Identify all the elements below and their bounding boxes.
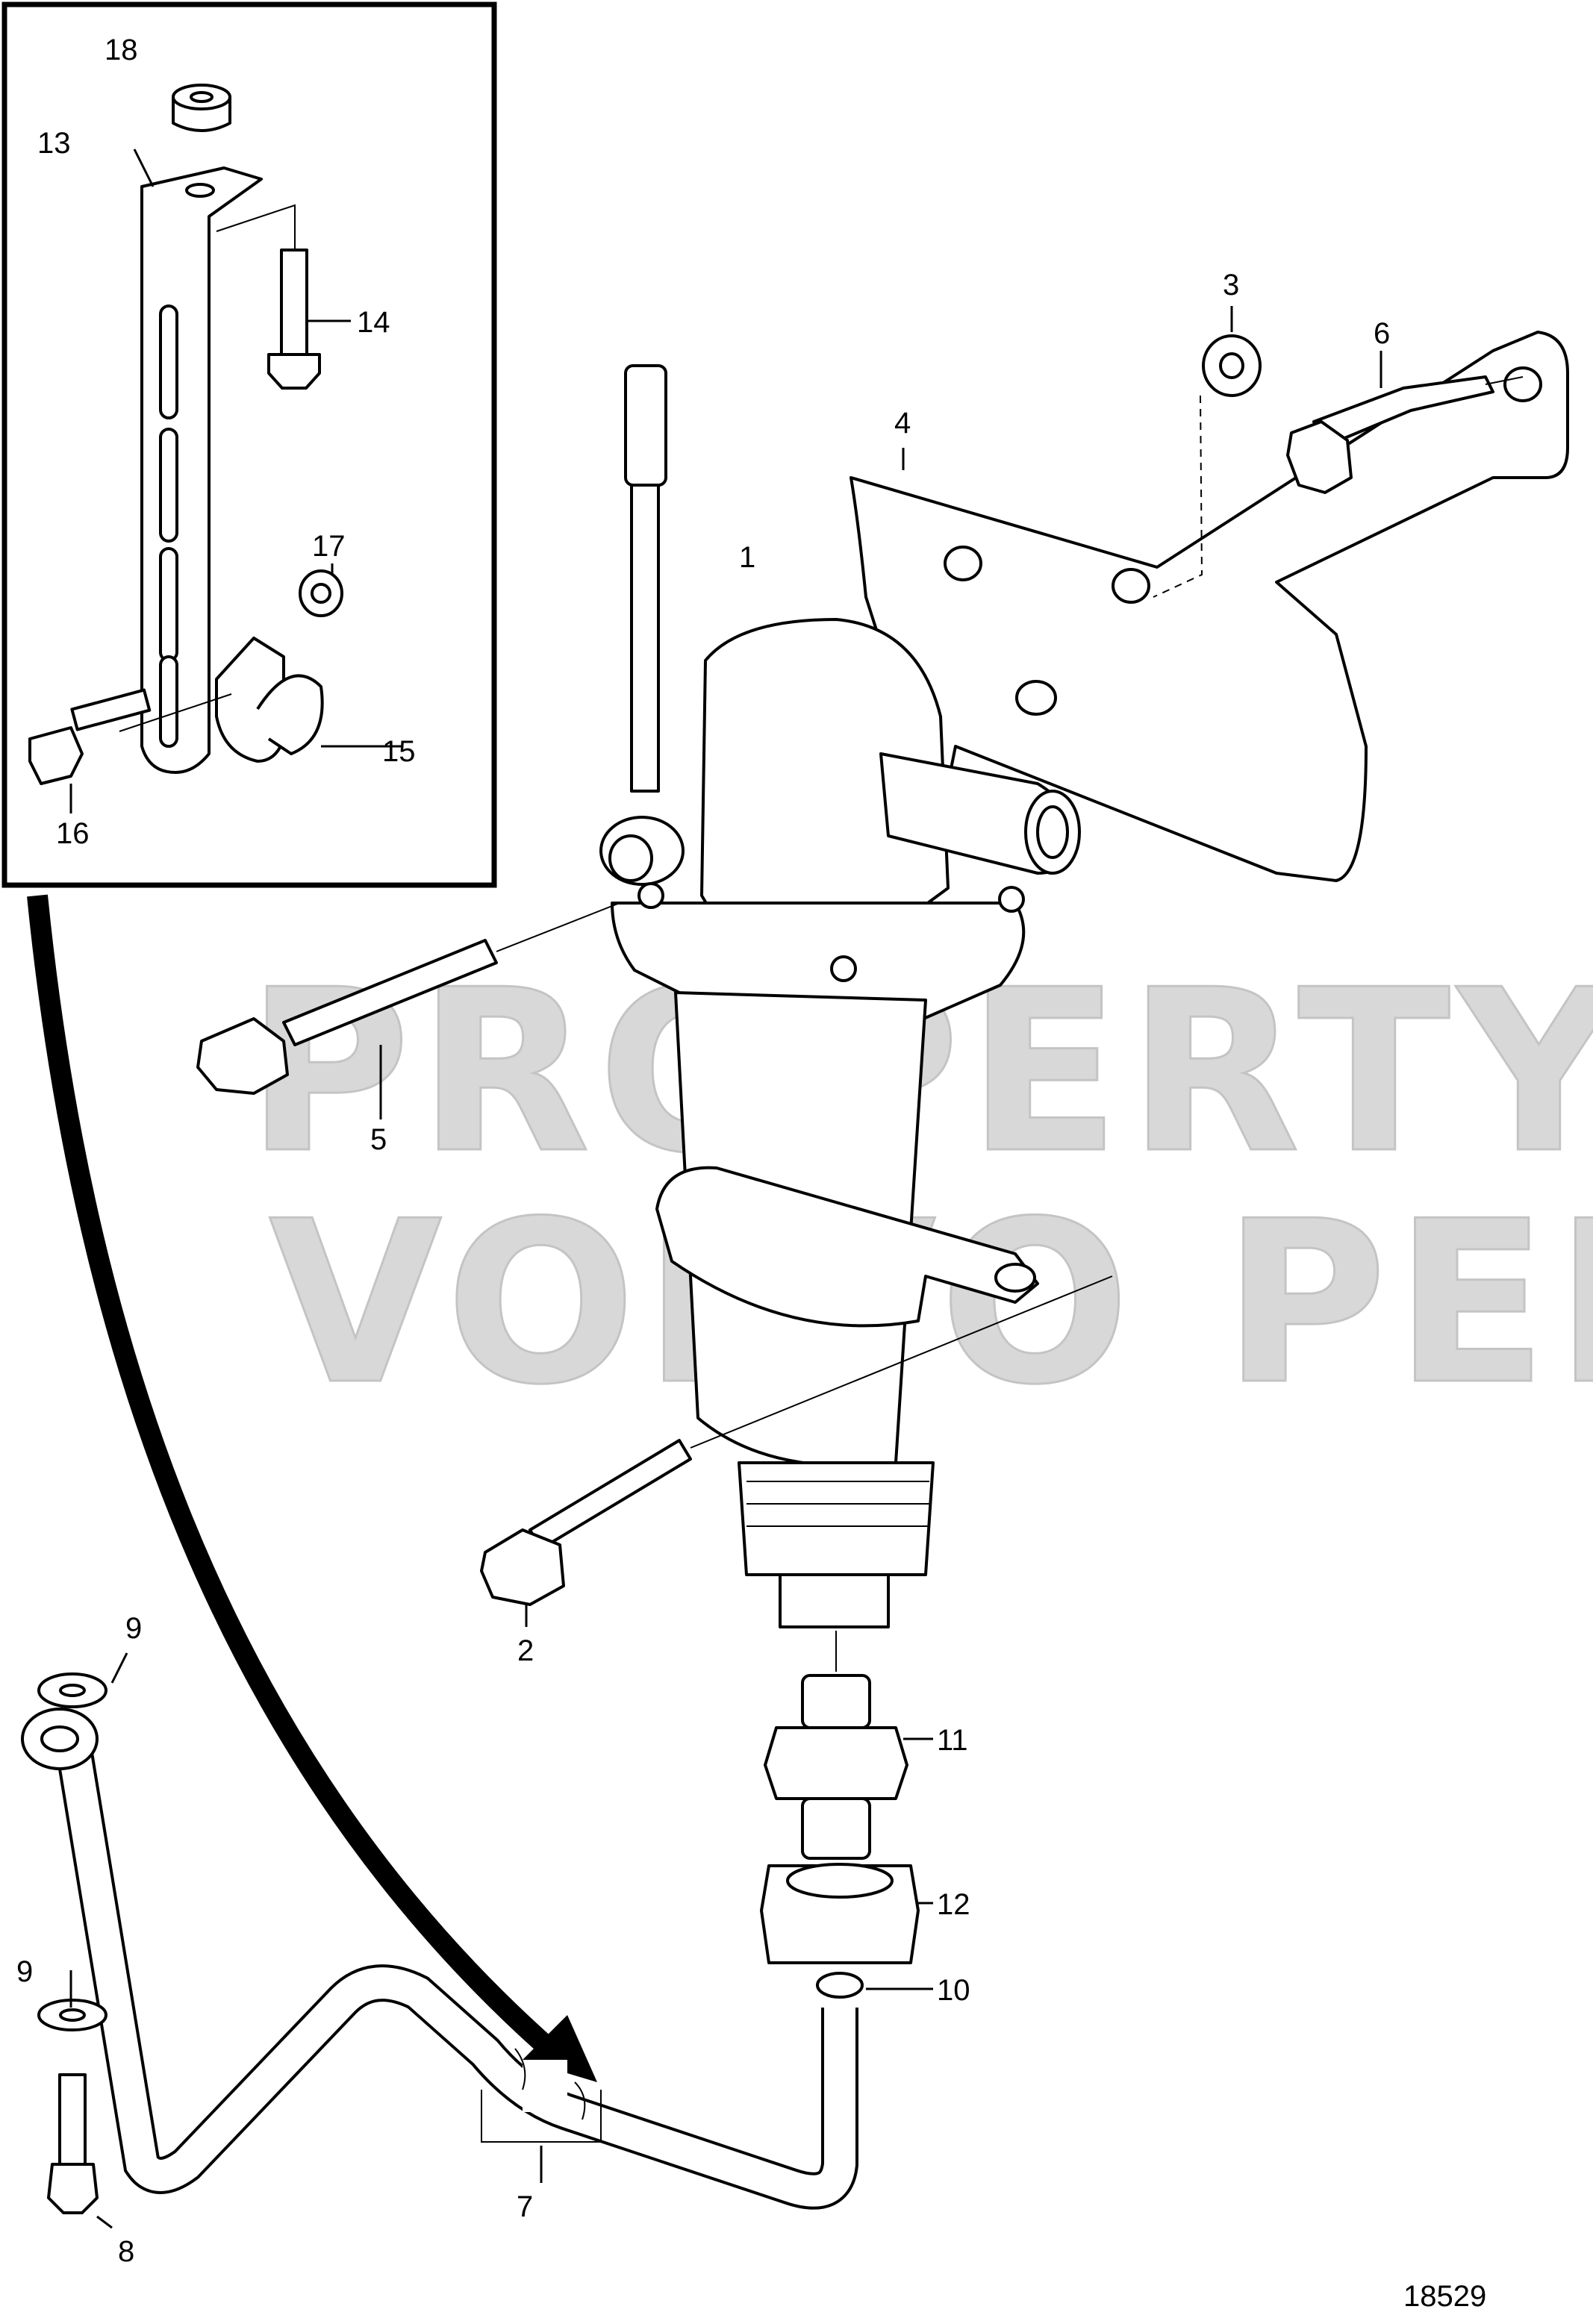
callout-16: 16 bbox=[56, 817, 90, 850]
callout-6: 6 bbox=[1374, 317, 1390, 350]
part-18-spacer bbox=[172, 84, 231, 132]
part-9-washer-upper bbox=[37, 1672, 107, 1708]
callout-10: 10 bbox=[937, 1974, 970, 2007]
part-7-fuel-pipe bbox=[56, 1750, 858, 2210]
part-6-bolt bbox=[1286, 375, 1524, 494]
callout-8: 8 bbox=[118, 2235, 134, 2268]
callout-13: 13 bbox=[37, 127, 71, 160]
part-11-adapter bbox=[764, 1631, 908, 1860]
callout-labels: 18 13 14 17 15 16 1 4 3 6 5 2 9 9 8 7 11… bbox=[16, 34, 1390, 2268]
part-17-nut bbox=[299, 569, 343, 617]
part-4-mounting-bracket bbox=[850, 331, 1569, 882]
part-1-fuel-filter bbox=[599, 364, 1081, 1628]
callout-9-lower: 9 bbox=[16, 1955, 33, 1988]
leader-lines bbox=[69, 149, 1382, 2229]
banjo-eye bbox=[21, 1708, 99, 1770]
callout-17: 17 bbox=[312, 530, 346, 563]
callout-11: 11 bbox=[937, 1724, 968, 1757]
part-5-long-bolt bbox=[196, 902, 620, 1095]
callout-14: 14 bbox=[357, 306, 390, 339]
callout-18: 18 bbox=[105, 34, 138, 66]
callout-2: 2 bbox=[517, 1634, 534, 1667]
part-9-washer-lower bbox=[37, 1999, 107, 2031]
part-8-banjo-bolt bbox=[47, 2073, 99, 2214]
callout-7: 7 bbox=[517, 2190, 533, 2223]
part-2-bolt bbox=[480, 1275, 1113, 1606]
part-12-union-nut bbox=[760, 1863, 920, 1964]
callout-12: 12 bbox=[937, 1888, 970, 1921]
part-15-clamp bbox=[119, 637, 324, 763]
part-13-bracket bbox=[140, 166, 263, 774]
callout-3: 3 bbox=[1223, 269, 1239, 302]
part-16-bolt bbox=[28, 688, 152, 785]
watermark-line-2: VOLVO PENTA bbox=[269, 1173, 1593, 1434]
drawing-number: 18529 bbox=[1403, 2280, 1486, 2313]
inset-frame bbox=[1, 1, 497, 888]
part-10-sleeve bbox=[816, 1972, 864, 1999]
callout-1: 1 bbox=[739, 541, 755, 574]
callout-4: 4 bbox=[894, 407, 911, 440]
callout-5: 5 bbox=[370, 1123, 387, 1156]
part-14-bolt bbox=[216, 204, 321, 390]
callout-15: 15 bbox=[382, 735, 416, 768]
part-3-flange-nut bbox=[1153, 334, 1262, 598]
callout-9-upper: 9 bbox=[125, 1612, 142, 1645]
